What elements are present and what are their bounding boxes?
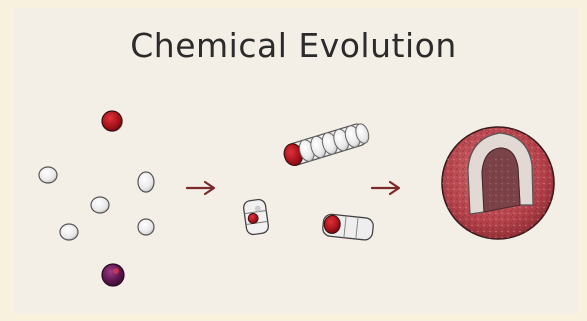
short-polymer [322, 214, 374, 241]
polymer-chain [282, 121, 372, 167]
white-molecule [60, 224, 78, 240]
white-molecule [91, 197, 109, 213]
right-arrow-icon [372, 182, 399, 194]
small-molecule-cluster [243, 199, 270, 236]
white-molecule [138, 172, 154, 192]
white-molecule [39, 167, 57, 183]
purple-molecule-bottom [102, 264, 124, 286]
right-arrow-icon [187, 182, 214, 194]
simple-molecules-group [39, 111, 154, 286]
red-molecule-top [102, 111, 123, 132]
white-molecule [138, 219, 154, 235]
protocell [442, 127, 554, 239]
